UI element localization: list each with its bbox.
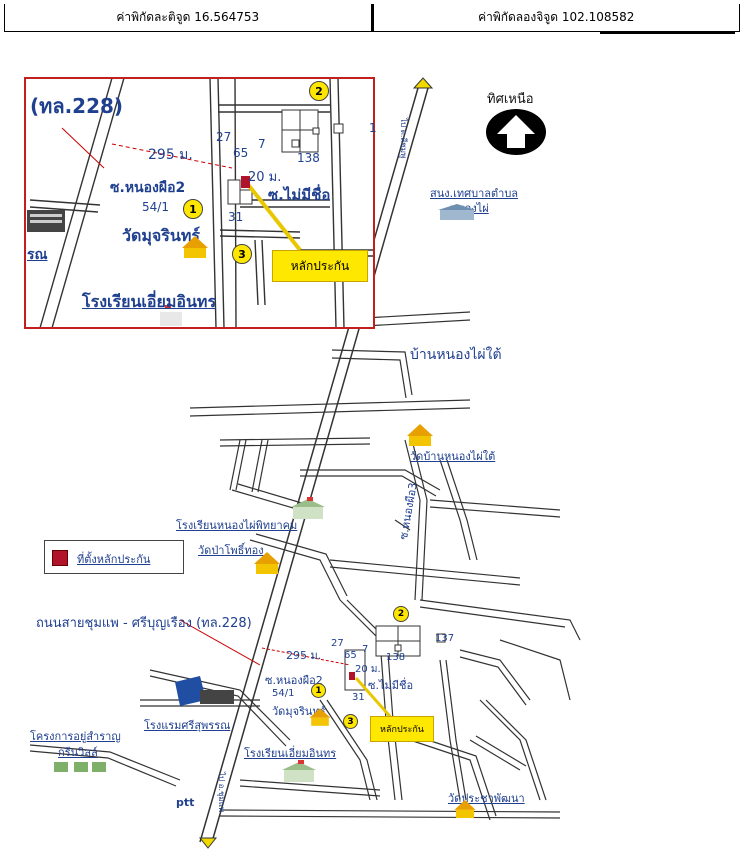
inset-distance-small-label: 20 ม. (248, 170, 282, 185)
longitude-cell: ค่าพิกัดลองจิจูด 102.108582 (372, 4, 740, 31)
lake-shape (175, 676, 206, 706)
inset-plot-65: 65 (233, 146, 249, 160)
inset-marker-2: 2 (309, 81, 329, 101)
inset-distance-label: 295 ม. (148, 147, 193, 163)
main-callout: หลักประกัน (370, 716, 434, 742)
inset-marker-1: 1 (183, 199, 203, 219)
temple-nongphai-icon (407, 424, 433, 446)
legend-label: ที่ตั้งหลักประกัน (77, 553, 151, 566)
plot-65: 65 (344, 650, 357, 661)
north-arrow-icon (485, 108, 547, 156)
school-nongphai-label: โรงเรียนหนองไผ่พิทยาคม (176, 519, 298, 532)
inset-plot-partial: 1 (369, 121, 377, 135)
lower-callout-leader (354, 677, 397, 723)
coordinates-table: ค่าพิกัดละติจูด 16.564753 ค่าพิกัดลองจิจ… (4, 4, 740, 32)
inset-callout-leader (244, 180, 302, 252)
hotel-label: โรงแรมศรีสุพรรณ (144, 719, 231, 732)
inset-building (27, 210, 65, 232)
temple-pracha-icon (454, 800, 476, 818)
distance-small-label: 20 ม. (355, 664, 381, 675)
road-north-label: ไป ต.สีชมพู (399, 118, 408, 159)
school-nongphai-icon (291, 497, 325, 519)
inset-flag (160, 305, 182, 326)
temple-muj-label: วัดมุจรินทร์ (272, 705, 326, 718)
lower-distance-arrows (179, 619, 351, 666)
temple-nongphai-label: วัดบ้านหนองไผ่ใต้ (410, 450, 496, 463)
road-south-label: ไป อ.ชุมแพ (217, 772, 226, 813)
inset-plots (227, 109, 344, 205)
hotel-building (200, 690, 234, 704)
inset-marker-3: 3 (232, 244, 252, 264)
school-label: โรงเรียนเอี่ยมอินทร (244, 747, 337, 760)
plot-7: 7 (362, 644, 369, 655)
temple-muj-icon (309, 708, 331, 726)
inset-collateral-marker (241, 176, 250, 188)
main-roads (29, 87, 581, 843)
marker-1: 1 (311, 683, 326, 698)
plot-138: 138 (386, 652, 406, 663)
distance-label: 295 ม. (286, 649, 322, 662)
marker-3: 3 (343, 714, 358, 729)
lower-collateral-marker (349, 672, 355, 680)
soi-nongphue-label: ซ.หนองผือ2 (265, 674, 323, 687)
plot-31: 31 (352, 692, 365, 703)
legend-box: ที่ตั้งหลักประกัน (44, 540, 184, 574)
temple-papho-label: วัดป่าโพธิ์ทอง (198, 544, 264, 557)
housing-icon (54, 762, 106, 772)
inset-school-label: โรงเรียนเอี่ยมอินทร (82, 292, 217, 311)
inset-plot-31: 31 (228, 210, 244, 224)
housing-label: โครงการอยู่สำราญ (30, 730, 121, 743)
inset-soi-maimichue: ซ.ไม่มีชื่อ (268, 186, 331, 204)
inset-temple-label: วัดมุจรินทร์ (122, 226, 200, 245)
plot-137: 137 (435, 633, 455, 644)
soi-maimichue-label: ซ.ไม่มีชื่อ (368, 679, 414, 692)
inset-plot-27: 27 (216, 130, 232, 144)
village-label: บ้านหนองไผ่ใต้ (410, 347, 502, 363)
office-label: สนง.เทศบาลตำบล (430, 187, 519, 200)
north-label: ทิศเหนือ (487, 92, 534, 107)
north-road-arrow (412, 77, 434, 89)
inset-plot-7: 7 (258, 137, 266, 151)
coordinates-underline (600, 31, 735, 34)
inset-partial-label: รณ (27, 247, 48, 263)
inset-soi-nongphue: ซ.หนองผือ2 (110, 180, 186, 196)
plot-54-1: 54/1 (272, 688, 295, 699)
inset-plot-138: 138 (297, 151, 320, 165)
legend-collateral-icon (52, 550, 68, 566)
inset-callout: หลักประกัน (272, 250, 368, 282)
temple-pracha-label: วัดประชาพัฒนา (448, 792, 525, 805)
ptt-logo: ptt (176, 796, 195, 809)
plot-27: 27 (331, 638, 344, 649)
south-road-arrow (198, 837, 218, 849)
school-icon (282, 760, 316, 782)
inset-plot-54-1: 54/1 (142, 200, 169, 214)
highway-label: ถนนสายชุมแพ - ศรีบุญเรือง (ทล.228) (36, 616, 252, 631)
inset-temple-icon (182, 236, 208, 258)
latitude-cell: ค่าพิกัดละติจูด 16.564753 (5, 4, 373, 31)
housing-label-line2: กรีนวิลล์ (58, 746, 98, 759)
inset-road-label: (ทล.228) (30, 94, 124, 118)
marker-2: 2 (393, 606, 409, 622)
inset-arrows (61, 127, 233, 169)
temple-papho-icon (254, 552, 280, 574)
office-building-icon (438, 204, 476, 220)
